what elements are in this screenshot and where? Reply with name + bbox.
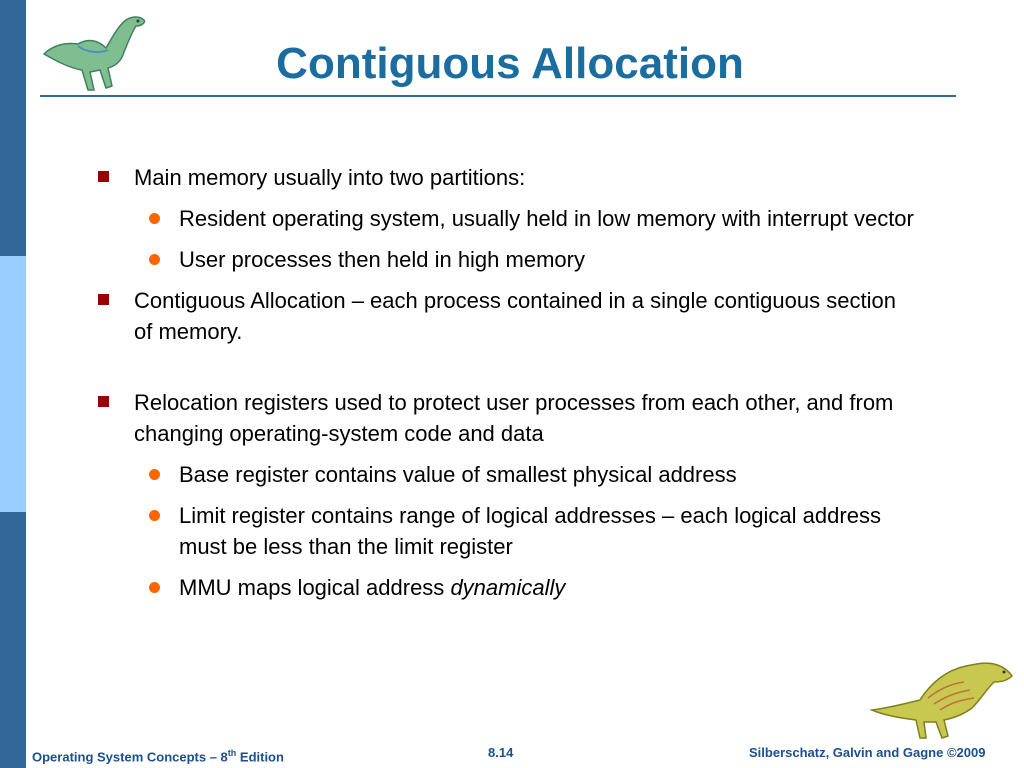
sub-bullet-text: Resident operating system, usually held … [179,206,914,231]
square-bullet-icon [98,396,109,407]
sub-bullet-text: Limit register contains range of logical… [179,503,881,559]
bullet-item: Main memory usually into two partitions: [96,162,916,193]
footer-authors: Silberschatz, Galvin and Gagne ©2009 [749,745,986,760]
sub-bullet-item: MMU maps logical address dynamically [96,572,916,603]
dinosaur-icon [869,662,1013,739]
side-bar-highlight [0,256,26,512]
round-bullet-icon [149,254,160,265]
bullet-text: Main memory usually into two partitions: [134,165,526,190]
bullet-item: Contiguous Allocation – each process con… [96,285,916,347]
bullet-text: Contiguous Allocation – each process con… [134,288,896,344]
round-bullet-icon [149,510,160,521]
round-bullet-icon [149,582,160,593]
dinosaur-icon [42,16,146,91]
bullet-item: Relocation registers used to protect use… [96,387,916,449]
sub-bullet-text: User processes then held in high memory [179,247,585,272]
bullet-text: Relocation registers used to protect use… [134,390,894,446]
title-divider [40,95,956,97]
footer-page-number: 8.14 [488,745,514,760]
round-bullet-icon [149,213,160,224]
square-bullet-icon [98,294,109,305]
square-bullet-icon [98,171,109,182]
slide-content: Main memory usually into two partitions:… [96,162,916,613]
page-title: Contiguous Allocation [276,39,744,88]
sub-bullet-prefix: MMU maps logical address [179,575,451,600]
footer-book-title-prefix: Operating System Concepts – 8 [32,749,228,765]
sub-bullet-item: User processes then held in high memory [96,244,916,275]
sub-bullet-item: Limit register contains range of logical… [96,500,916,562]
sub-bullet-item: Resident operating system, usually held … [96,203,916,234]
sub-bullet-item: Base register contains value of smallest… [96,459,916,490]
spacer [96,357,916,387]
sub-bullet-text: Base register contains value of smallest… [179,462,737,487]
footer-book-title-suffix: Edition [236,749,284,765]
emphasis-text: dynamically [450,575,566,600]
footer-edition-superscript: th [227,748,237,758]
footer-book-title: Operating System Concepts – 8th Edition [32,745,284,765]
sub-bullet-text: MMU maps logical address dynamically [179,575,565,600]
round-bullet-icon [149,469,160,480]
